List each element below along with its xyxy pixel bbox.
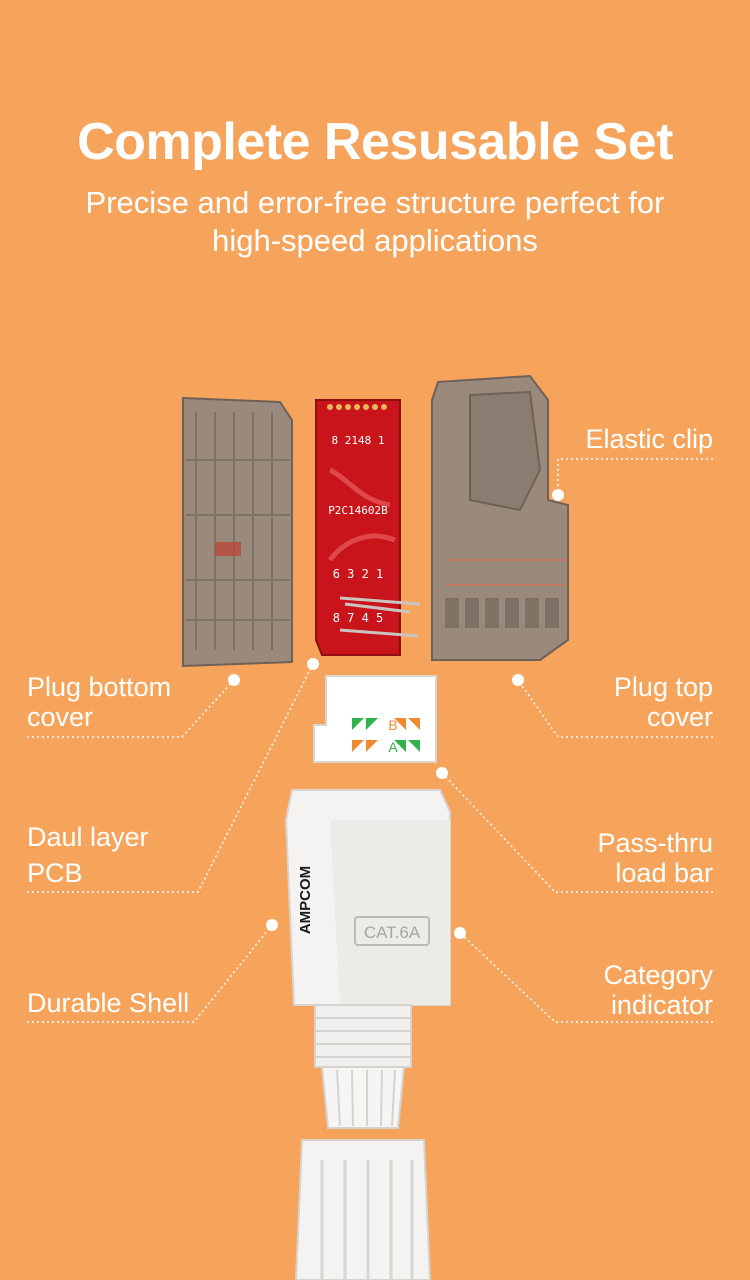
load-bar-a: A	[388, 739, 398, 755]
label-plug-bottom-2: cover	[27, 702, 94, 732]
pcb-top-numbers: 8 2148 1	[332, 434, 385, 447]
page-subtitle: Precise and error-free structure perfect…	[85, 185, 665, 258]
label-plug-bottom-1: Plug bottom	[27, 672, 172, 702]
pcb-pins-row2: 8 7 4 5	[333, 611, 384, 625]
pcb-board: 8 2148 1 P2C14602B 6 3 2 1 8 7 4 5	[315, 399, 421, 656]
pcb-code: P2C14602B	[328, 504, 388, 517]
cap-nut	[294, 1139, 432, 1280]
leader-plug-top	[517, 679, 713, 738]
leader-pcb	[27, 663, 314, 893]
load-bar: B A	[313, 675, 437, 763]
label-load-bar-2: load bar	[615, 858, 713, 888]
brand-marking: AMPCOM	[297, 866, 314, 934]
callout-dots	[228, 489, 564, 939]
label-elastic-clip: Elastic clip	[585, 424, 713, 454]
label-plug-top-2: cover	[646, 702, 713, 732]
plug-top-cover	[431, 374, 569, 661]
leader-shell	[27, 924, 273, 1023]
label-plug-top-1: Plug top	[613, 672, 713, 702]
threaded-neck	[314, 1004, 412, 1129]
pcb-pins-row1: 6 3 2 1	[333, 567, 384, 581]
label-category-2: indicator	[610, 990, 713, 1020]
page-title: Complete Resusable Set	[77, 113, 673, 171]
leader-lines	[27, 458, 713, 1023]
category-marking: CAT.6A	[364, 923, 421, 942]
label-load-bar-1: Pass-thru	[597, 828, 713, 858]
load-bar-b: B	[388, 717, 397, 733]
leader-plug-bottom	[27, 679, 235, 738]
label-pcb-2: PCB	[27, 858, 83, 888]
plug-bottom-cover	[182, 396, 293, 668]
label-pcb-1: Daul layer	[27, 822, 149, 852]
label-category-1: Category	[603, 960, 713, 990]
label-shell: Durable Shell	[27, 988, 190, 1018]
shell: CAT.6A AMPCOM	[284, 789, 451, 1006]
leader-elastic-clip	[557, 458, 713, 495]
